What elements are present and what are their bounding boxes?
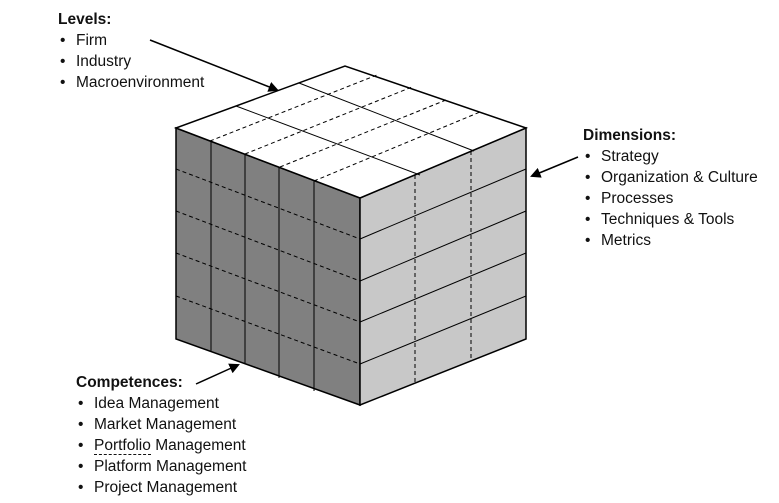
right-face-horizontal-lines: [359, 168, 527, 365]
dimensions-list: Strategy Organization & Culture Processe…: [583, 146, 758, 251]
levels-list: Firm Industry Macroenvironment: [58, 30, 204, 93]
levels-heading: Levels:: [58, 11, 112, 28]
competences-item-platform-management: Platform Management: [76, 456, 247, 477]
dimensions-arrow: [530, 156, 579, 178]
levels-item-industry: Industry: [58, 51, 204, 72]
levels-item-firm: Firm: [58, 30, 204, 51]
dimensions-item-metrics: Metrics: [583, 230, 758, 251]
competences-arrow: [195, 363, 240, 385]
dimensions-item-processes: Processes: [583, 188, 758, 209]
portfolio-word: Portfolio: [94, 437, 151, 455]
competences-item-idea-management: Idea Management: [76, 393, 247, 414]
cube-top-face: [173, 65, 529, 199]
dimensions-item-techniques-tools: Techniques & Tools: [583, 209, 758, 230]
top-face-dashed-lines: [209, 74, 481, 182]
dimensions-heading: Dimensions:: [583, 127, 677, 144]
competences-label: Competences: Idea Management Market Mana…: [76, 372, 247, 498]
competences-item-market-management: Market Management: [76, 414, 247, 435]
levels-label: Levels: Firm Industry Macroenvironment: [58, 9, 204, 93]
levels-item-macroenvironment: Macroenvironment: [58, 72, 204, 93]
left-face-dashed-lines: [175, 168, 361, 365]
competences-list: Idea Management Market Management Portfo…: [76, 393, 247, 498]
portfolio-management-word: Management: [155, 437, 246, 454]
competences-item-portfolio-management: Portfolio Management: [76, 435, 247, 456]
competences-heading: Competences:: [76, 374, 183, 391]
left-face-vertical-lines: [210, 141, 315, 391]
right-face-dashed-lines: [414, 151, 472, 383]
dimensions-item-organization-culture: Organization & Culture: [583, 167, 758, 188]
dimensions-item-strategy: Strategy: [583, 146, 758, 167]
competences-item-project-management: Project Management: [76, 477, 247, 498]
dimensions-label: Dimensions: Strategy Organization & Cult…: [583, 125, 758, 251]
